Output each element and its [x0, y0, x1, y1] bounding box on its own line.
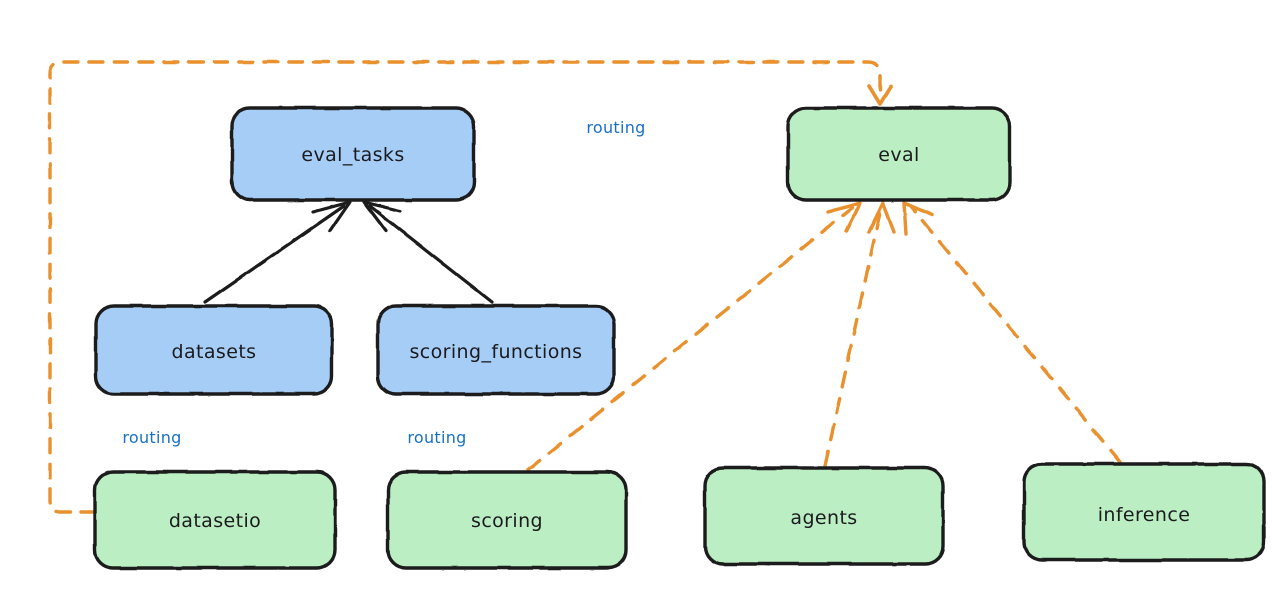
node-datasets-label: datasets — [172, 341, 257, 363]
node-scoring[interactable]: scoring — [386, 470, 628, 570]
edge-agents-eval[interactable] — [823, 201, 896, 468]
node-eval-label: eval — [878, 144, 919, 166]
node-inference[interactable]: inference — [1022, 462, 1266, 562]
edge-datasets-eval_tasks[interactable] — [203, 200, 352, 304]
node-scoring-label: scoring — [471, 510, 543, 532]
node-scoring_functions[interactable]: scoring_functions — [376, 304, 616, 396]
edge-layer — [48, 60, 1122, 514]
edge-label-routing-eval: routing — [586, 118, 645, 137]
edge-inference-eval[interactable] — [902, 201, 1122, 464]
node-inference-label: inference — [1098, 504, 1191, 526]
edge-datasetio-eval[interactable] — [48, 60, 893, 514]
node-eval_tasks-shape — [230, 106, 476, 202]
node-datasets[interactable]: datasets — [94, 304, 334, 396]
edge-label-layer: routing routing routing — [122, 118, 645, 447]
edge-label-routing-datasetio: routing — [122, 428, 181, 447]
node-agents-label: agents — [790, 507, 857, 529]
node-eval_tasks[interactable]: eval_tasks — [230, 106, 476, 202]
node-scoring_functions-label: scoring_functions — [410, 341, 583, 363]
node-scoring-shape — [386, 470, 628, 570]
node-eval-shape — [786, 106, 1012, 202]
node-datasetio-label: datasetio — [169, 510, 261, 532]
node-inference-shape — [1022, 462, 1266, 562]
node-datasets-shape — [94, 304, 334, 396]
node-datasetio[interactable]: datasetio — [93, 470, 337, 570]
edge-label-routing-scoring: routing — [407, 428, 466, 447]
edge-scoring-eval[interactable] — [526, 201, 862, 472]
node-eval[interactable]: eval — [786, 106, 1012, 202]
node-agents[interactable]: agents — [703, 466, 945, 566]
node-layer: eval_tasks eval datasets scoring_functio… — [93, 106, 1266, 570]
node-scoring_functions-shape — [376, 304, 616, 396]
node-eval_tasks-label: eval_tasks — [301, 144, 404, 166]
node-agents-shape — [703, 466, 945, 566]
node-datasetio-shape — [93, 470, 337, 570]
edge-scoring_functions-eval_tasks[interactable] — [362, 200, 494, 304]
